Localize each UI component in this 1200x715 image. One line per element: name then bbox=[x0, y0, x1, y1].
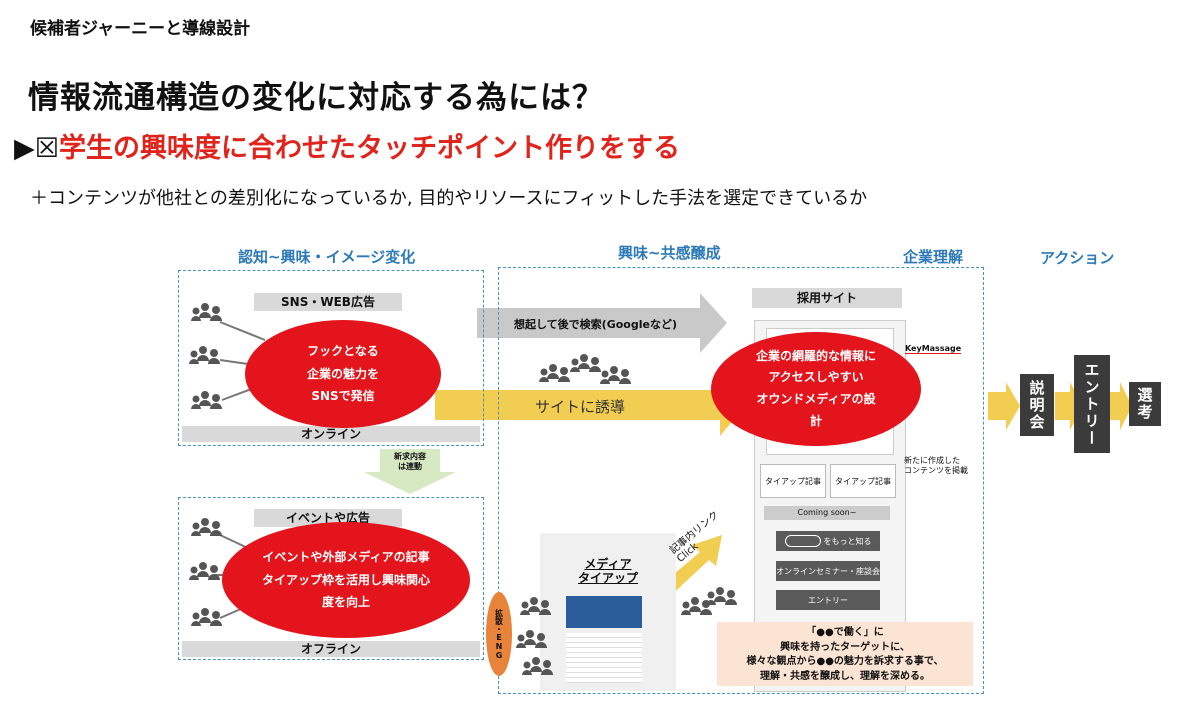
phase-awareness: 認知~興味・イメージ変化 bbox=[238, 248, 416, 266]
phase-understanding: 企業理解 bbox=[903, 248, 964, 266]
search-arrow-icon bbox=[477, 293, 727, 353]
bubble-line: イベントや外部メディアの記事 bbox=[262, 549, 430, 564]
center-bubble: 企業の網羅的な情報にアクセスしやすいオウンドメディアの設計 bbox=[711, 332, 921, 446]
bubble-line: 企業の網羅的な情報に bbox=[755, 348, 876, 363]
note-box: 「●●で働く」に 興味を持ったターゲットに、 様々な観点から●●の魅力を訴求する… bbox=[717, 622, 973, 686]
note-line: 様々な観点から●●の魅力を訴求する事で、 bbox=[746, 656, 944, 667]
briefing-box: 説明会 bbox=[1020, 374, 1054, 436]
online-box bbox=[178, 270, 484, 446]
note-line: 理解・共感を醸成し、理解を深める。 bbox=[760, 670, 930, 682]
learn-more-button[interactable]: をもっと知る bbox=[776, 531, 880, 551]
sns-label: SNS・WEB広告 bbox=[254, 293, 402, 311]
induce-arrow-label: サイトに誘導 bbox=[535, 398, 626, 416]
bubble-line: フックとなる bbox=[307, 343, 379, 358]
offline-box bbox=[178, 497, 484, 660]
logo-placeholder-icon bbox=[784, 535, 821, 547]
bubble-line: 企業の魅力を bbox=[306, 366, 379, 381]
entry-box: エントリー bbox=[1074, 355, 1110, 453]
entry-button[interactable]: エントリー bbox=[776, 590, 880, 610]
online-label: オンライン bbox=[182, 426, 480, 442]
offline-label: オフライン bbox=[182, 641, 480, 657]
search-arrow-label: 想起して後で検索(Googleなど) bbox=[514, 318, 677, 331]
bullet-icon: ▶☒ bbox=[14, 133, 59, 164]
phase-empathy: 興味~共感醸成 bbox=[618, 244, 721, 262]
action-arrow-icon bbox=[1108, 382, 1132, 430]
learn-more-label: をもっと知る bbox=[823, 536, 872, 546]
note-line: 興味を持ったターゲットに、 bbox=[780, 641, 910, 653]
bubble-line: 度を向上 bbox=[321, 595, 370, 610]
bubble-line: タイアップ枠を活用し興味関心 bbox=[261, 572, 430, 587]
coming-soon-bar: Coming soon~ bbox=[764, 506, 890, 520]
bubble-line: SNSで発信 bbox=[311, 389, 375, 404]
induce-arrow-icon bbox=[435, 374, 746, 436]
page-heading: 情報流通構造の変化に対応する為には？ bbox=[28, 80, 604, 116]
phase-action: アクション bbox=[1040, 249, 1115, 267]
seminar-button[interactable]: オンラインセミナー・座談会 bbox=[776, 561, 880, 581]
site-title: 採用サイト bbox=[752, 288, 902, 308]
touchpoint-line: ▶☒学生の興味度に合わせたタッチポイント作りをする bbox=[14, 126, 680, 165]
middle-box bbox=[498, 267, 984, 694]
media-title: メディア タイアップ bbox=[577, 557, 638, 586]
bubble-line: 計 bbox=[809, 413, 822, 428]
bubble-line: アクセスしやすい bbox=[768, 370, 864, 385]
tieup-card[interactable]: タイアップ記事 bbox=[830, 464, 896, 498]
media-article-image bbox=[566, 596, 642, 628]
media-article-text bbox=[566, 633, 642, 683]
spread-badge: 拡散・ENG bbox=[486, 592, 512, 676]
offline-bubble: イベントや外部メディアの記事タイアップ枠を活用し興味関心度を向上 bbox=[222, 522, 470, 638]
down-arrow-icon bbox=[364, 449, 456, 494]
new-content-note: 新たに作成した コンテンツを掲載 bbox=[904, 456, 968, 476]
touchpoint-text: 学生の興味度に合わせたタッチポイント作りをする bbox=[58, 133, 680, 164]
criteria-text: ＋コンテンツが他社との差別化になっているか, 目的やリソースにフィット​した手法… bbox=[30, 188, 868, 209]
selection-box: 選考 bbox=[1129, 382, 1161, 426]
bubble-line: オウンドメディアの設 bbox=[756, 392, 876, 406]
note-line: 「●●で働く」に bbox=[806, 627, 884, 638]
tieup-card[interactable]: タイアップ記事 bbox=[760, 464, 826, 498]
online-bubble: フックとなる企業の魅力を SNSで発信 bbox=[245, 320, 441, 428]
action-arrow-icon bbox=[988, 382, 1020, 430]
keymessage-label: KeyMassage bbox=[905, 344, 962, 354]
page-subtitle: 候補者ジャーニーと導線設計 bbox=[30, 19, 251, 39]
link-arrow-label: 新求内容は連動 bbox=[394, 452, 426, 472]
